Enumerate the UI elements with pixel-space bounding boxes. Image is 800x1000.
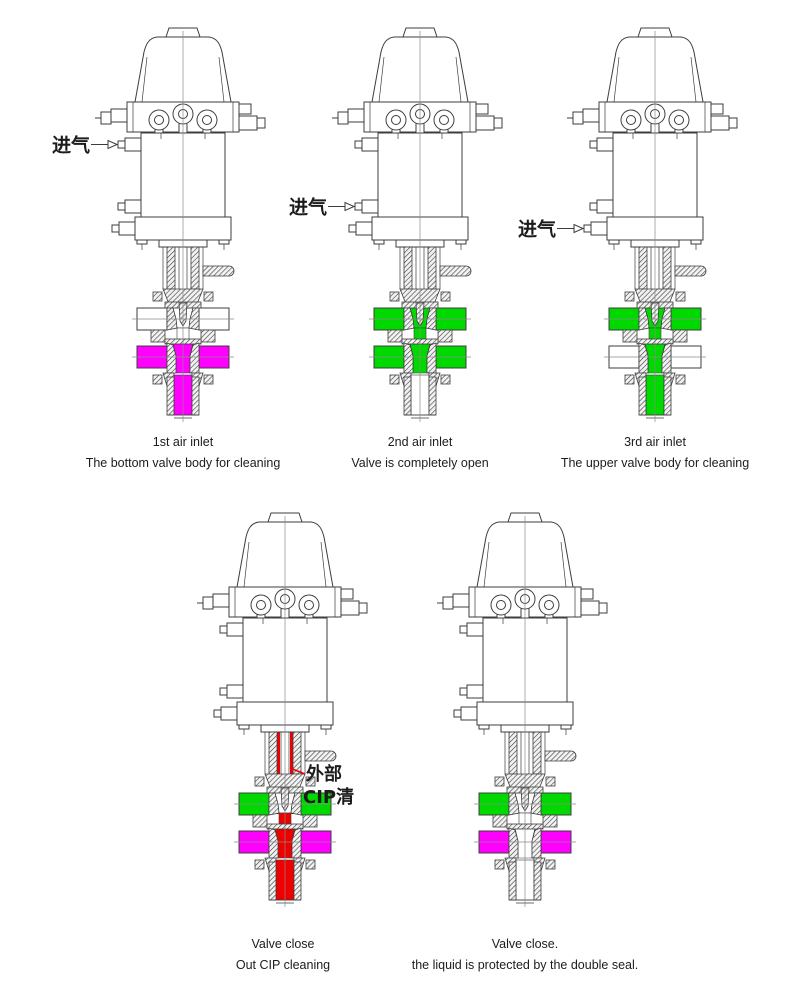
air-port-2 [124,199,142,214]
body-clamp-left [622,329,638,343]
lower-body-wall-right [661,342,672,374]
body-clamp-left [387,329,403,343]
air-inlet-arrow [107,139,119,150]
stem-column-left [268,731,278,775]
air-inlet-label: 进气 [52,134,90,157]
caption-5-line1: Valve close. [491,937,559,951]
cip-channel-left [276,728,280,814]
air-port-1 [124,137,142,152]
outlet-wall-left [268,861,277,901]
outlet-wall-right [293,861,302,901]
stem-column-left [638,246,648,290]
air-port-3 [220,706,238,721]
outlet-wall-right [533,861,542,901]
caption-4-line1: Valve close [251,937,315,951]
stem-column-left [403,246,413,290]
stem-column-left [508,731,518,775]
air-port-1 [361,137,379,152]
cip-label-line1: 外部 [306,763,342,785]
valve-diagram-2: 进气 [265,25,530,425]
lower-body-wall-right [291,827,302,859]
stem-column-right [427,246,437,290]
caption-2-line2: Valve is completely open [351,456,489,470]
valve-diagram-1: 进气 [28,25,293,425]
body-clamp-right [437,329,453,343]
outlet-wall-left [166,376,175,416]
body-clamp-left [492,814,508,828]
air-port-1 [596,137,614,152]
caption-2-line1: 2nd air inlet [387,435,453,449]
limit-arm [439,265,472,277]
cip-channel-right [290,728,294,814]
lower-body-wall-right [189,342,200,374]
outlet-wall-left [638,376,647,416]
air-port-3 [460,706,478,721]
body-clamp-right [542,814,558,828]
stem-column-right [532,731,542,775]
outlet-wall-left [403,376,412,416]
body-clamp-left [252,814,268,828]
body-clamp-right [672,329,688,343]
air-inlet-label: 进气 [518,218,556,241]
caption-3-line1: 3rd air inlet [624,435,686,449]
lower-body-wall-left [166,342,177,374]
stem-column-right [662,246,672,290]
outlet-wall-right [663,376,672,416]
lower-body-wall-right [531,827,542,859]
limit-arm [304,750,337,762]
air-port-2 [361,199,379,214]
air-port-2 [596,199,614,214]
air-inlet-arrow [573,223,585,234]
caption-valve-2: 2nd air inlet Valve is completely open [255,432,585,474]
air-inlet-label: 进气 [289,196,327,219]
caption-valve-4: Valve close Out CIP cleaning [118,934,448,976]
lower-body-wall-left [508,827,519,859]
air-port-3 [118,221,136,236]
stem-column-right [292,731,302,775]
air-port-3 [590,221,608,236]
outlet-wall-right [428,376,437,416]
caption-valve-1: 1st air inlet The bottom valve body for … [18,432,348,474]
air-port-2 [466,684,484,699]
lower-body-wall-left [638,342,649,374]
caption-1-line1: 1st air inlet [152,435,214,449]
body-clamp-right [302,814,318,828]
valve-diagram-3: 进气 [500,25,765,425]
lower-body-wall-left [268,827,279,859]
air-port-1 [226,622,244,637]
air-port-3 [355,221,373,236]
body-clamp-left [150,329,166,343]
caption-5-line2: the liquid is protected by the double se… [411,958,639,972]
caption-3-line2: The upper valve body for cleaning [560,456,750,470]
air-inlet-arrow [344,201,356,212]
outlet-wall-left [508,861,517,901]
caption-valve-3: 3rd air inlet The upper valve body for c… [490,432,800,474]
valve-diagram-5 [370,510,635,910]
body-clamp-right [200,329,216,343]
limit-arm [674,265,707,277]
air-port-2 [226,684,244,699]
limit-arm [202,265,235,277]
stem-column-right [190,246,200,290]
cip-label-line2: CIP清 [303,787,354,808]
cip-leader-line [289,767,306,775]
caption-4-line2: Out CIP cleaning [235,958,331,972]
stem-column-left [166,246,176,290]
air-port-1 [466,622,484,637]
caption-1-line2: The bottom valve body for cleaning [85,456,281,470]
lower-body-wall-left [403,342,414,374]
caption-valve-5: Valve close. the liquid is protected by … [360,934,690,976]
lower-body-wall-right [426,342,437,374]
outlet-wall-right [191,376,200,416]
limit-arm [544,750,577,762]
